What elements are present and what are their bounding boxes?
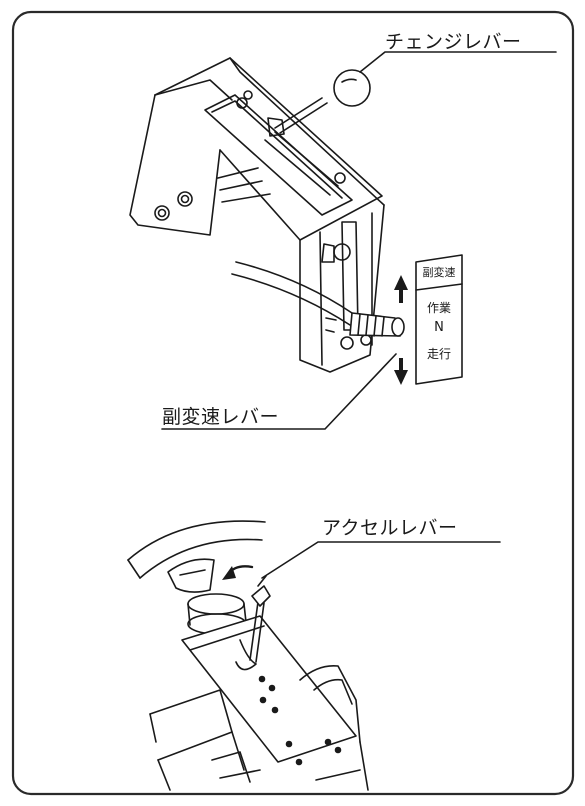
change-lever-label: チェンジレバー (385, 31, 522, 53)
shift-direction-arrows (394, 275, 408, 385)
sub-shift-lever-leader (161, 353, 397, 430)
change-lever-leader (359, 51, 557, 73)
accel-lever-label: アクセルレバー (322, 517, 458, 539)
page-frame (11, 10, 575, 796)
accelerator-drawing (127, 520, 369, 791)
shift-position-plate (415, 254, 463, 385)
plate-neutral: N (434, 320, 444, 335)
shift-bracket-drawing (129, 57, 405, 373)
plate-travel: 走行 (426, 347, 451, 361)
plate-title: 副変速 (422, 266, 456, 279)
sub-shift-lever-label: 副変速レバー (162, 406, 280, 428)
plate-work: 作業 (426, 301, 451, 315)
accel-lever-leader (261, 541, 501, 579)
